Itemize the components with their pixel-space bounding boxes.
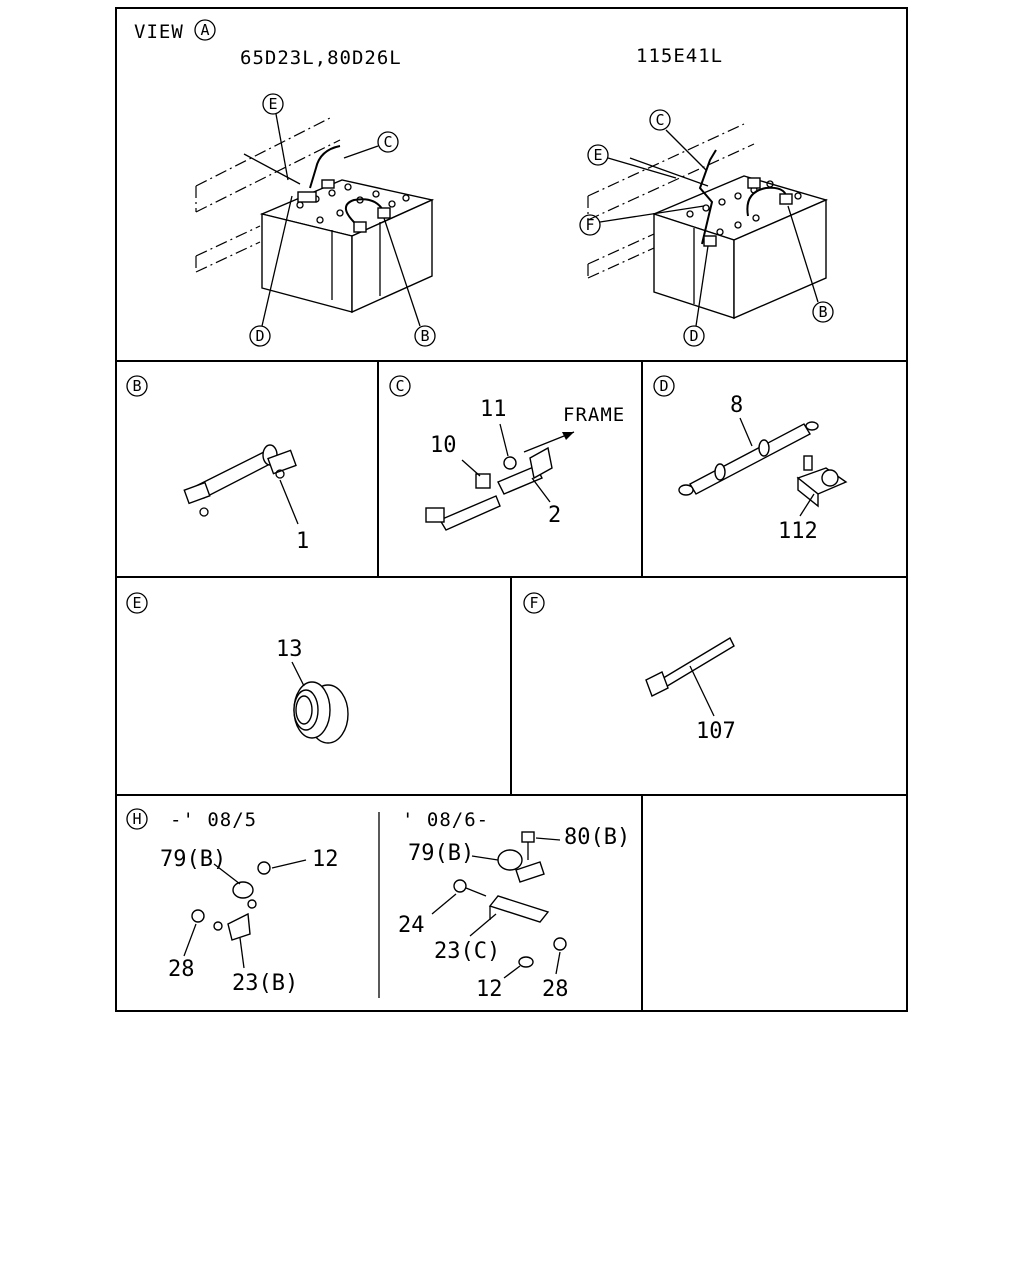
right-part-28: 28 (542, 977, 569, 1002)
panel-b-mark: B (126, 375, 148, 397)
panel-e: E 13 (126, 592, 349, 744)
svg-text:E: E (593, 146, 602, 164)
right-part-24: 24 (398, 913, 425, 938)
part-number-11: 11 (480, 397, 507, 422)
svg-text:A: A (200, 21, 209, 39)
right-part-79b: 79(B) (408, 841, 474, 866)
cable-tie-107 (645, 637, 735, 697)
left-callout-d: D (249, 195, 293, 347)
panel-f-mark: F (523, 592, 545, 614)
svg-text:F: F (529, 594, 538, 612)
left-battery-illustration (195, 117, 435, 314)
right-battery-caption: 115E41L (636, 45, 723, 67)
grommet-13 (293, 681, 349, 744)
right-part-23c: 23(C) (434, 939, 500, 964)
svg-text:D: D (689, 327, 698, 345)
view-a-panel: VIEW A 65D23L,80D26L 115E41L (134, 19, 834, 347)
svg-text:H: H (132, 810, 141, 828)
left-part-79b: 79(B) (160, 847, 226, 872)
part-number-107: 107 (696, 719, 736, 744)
frame-direction-label: FRAME (563, 404, 625, 426)
svg-text:F: F (585, 216, 594, 234)
right-callout-b: B (787, 205, 834, 323)
battery-cable-8 (678, 421, 819, 496)
panel-c: C FRAME 11 10 2 (389, 375, 625, 531)
svg-text:C: C (383, 133, 392, 151)
panel-frames (115, 7, 908, 1012)
left-callout-e: E (262, 93, 289, 181)
part-number-112: 112 (778, 519, 818, 544)
view-title: VIEW (134, 21, 184, 43)
part-number-10: 10 (430, 433, 457, 458)
right-callout-c: C (649, 109, 707, 171)
panel-c-mark: C (389, 375, 411, 397)
left-callout-c: C (343, 131, 399, 159)
right-battery-illustration (587, 123, 829, 320)
svg-text:B: B (420, 327, 429, 345)
right-part-12: 12 (476, 977, 503, 1002)
terminal-clamp-112 (796, 455, 848, 508)
left-period: -' 08/5 (170, 809, 257, 831)
view-title-mark: A (194, 19, 216, 41)
right-part-80b: 80(B) (564, 825, 630, 850)
panel-b: B 1 (126, 375, 309, 554)
left-part-12: 12 (312, 847, 339, 872)
svg-text:B: B (132, 377, 141, 395)
panel-e-mark: E (126, 592, 148, 614)
right-callout-f: F (579, 205, 705, 236)
right-clip-assembly (453, 831, 567, 968)
svg-text:C: C (655, 111, 664, 129)
part-number-13: 13 (276, 637, 303, 662)
right-callout-d: D (683, 245, 709, 347)
svg-text:D: D (255, 327, 264, 345)
svg-text:C: C (395, 377, 404, 395)
svg-text:E: E (132, 594, 141, 612)
part-number-1: 1 (296, 529, 309, 554)
svg-text:E: E (268, 95, 277, 113)
left-battery-caption: 65D23L,80D26L (240, 47, 402, 69)
svg-text:B: B (818, 303, 827, 321)
panel-f: F 107 (523, 592, 736, 744)
right-callout-e: E (587, 144, 677, 179)
left-part-23b: 23(B) (232, 971, 298, 996)
left-callout-b: B (383, 217, 436, 347)
ground-cable-assembly (425, 446, 553, 531)
part-number-2: 2 (548, 503, 561, 528)
part-number-8: 8 (730, 393, 743, 418)
panel-d: D 8 112 (653, 375, 848, 544)
panel-h: H -' 08/5 ' 08/6- 79(B) 12 28 23(B) (126, 808, 630, 1002)
left-part-28: 28 (168, 957, 195, 982)
right-period: ' 08/6- (402, 809, 489, 831)
left-clip-assembly (191, 861, 271, 941)
panel-h-mark: H (126, 808, 148, 830)
panel-d-mark: D (653, 375, 675, 397)
svg-text:D: D (659, 377, 668, 395)
battery-cable-assembly (183, 444, 297, 517)
